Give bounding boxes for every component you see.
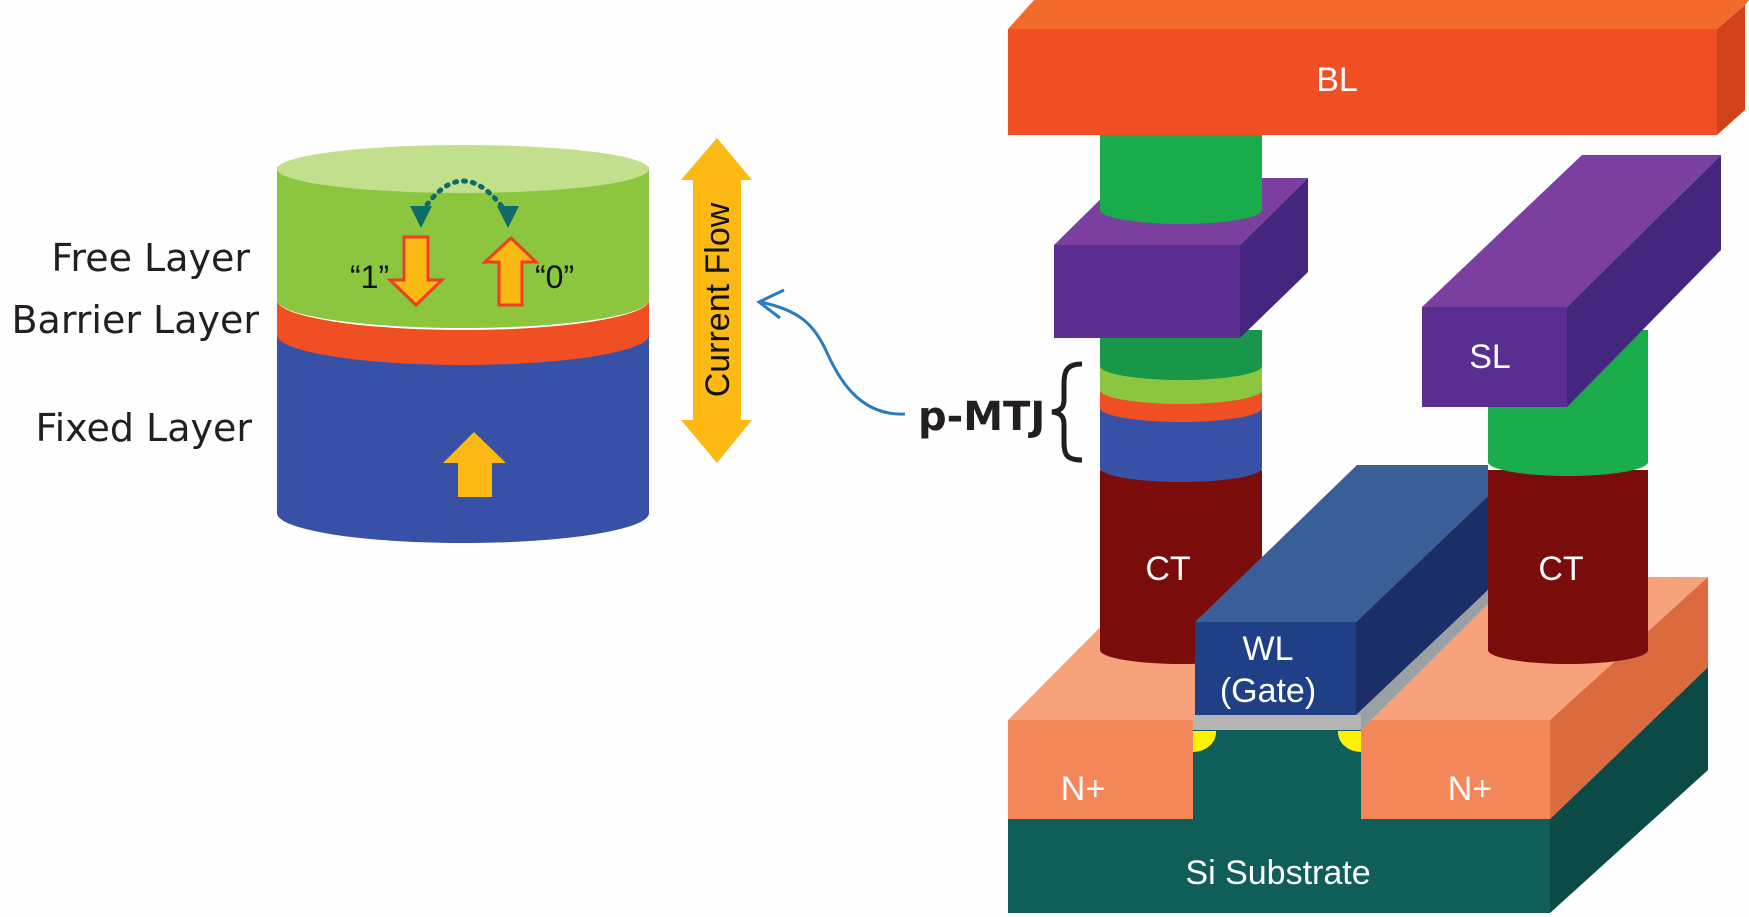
wl-side xyxy=(1356,496,1488,715)
sl-top xyxy=(1422,155,1721,307)
free-layer-top xyxy=(277,145,649,193)
sl-side xyxy=(1567,155,1721,407)
wl-label: WL xyxy=(1243,630,1294,668)
ct-right-body xyxy=(1488,470,1648,664)
state-1-down-arrow-icon xyxy=(386,235,446,308)
mtj-pointer xyxy=(756,288,906,416)
mtj-brace-icon xyxy=(1051,361,1083,463)
current-flow-arrow: Current Flow xyxy=(681,138,752,463)
state-0-label: “0” xyxy=(535,259,574,295)
wl-gate-label: (Gate) xyxy=(1220,672,1316,710)
p-mtj-label: p-MTJ xyxy=(918,394,1045,440)
bl-front xyxy=(1008,29,1717,135)
bit-line: BL xyxy=(1008,0,1749,135)
si-substrate: Si Substrate xyxy=(1008,667,1708,913)
barrier-layer xyxy=(277,300,649,365)
wl-top xyxy=(1195,465,1488,622)
switch-arrowhead-left-icon xyxy=(410,206,432,228)
substrate-side xyxy=(1550,667,1708,913)
fixed-layer-label: Fixed Layer xyxy=(36,406,253,450)
sl-front xyxy=(1422,307,1567,407)
double-arrow-icon xyxy=(681,138,752,463)
pointer-curve xyxy=(759,300,906,416)
n-plus-left-front xyxy=(1008,720,1193,819)
mtj-cylinder: “1” “0” xyxy=(277,145,649,543)
substrate-front xyxy=(1008,819,1550,913)
ct-right-label: CT xyxy=(1538,550,1583,588)
switch-arc xyxy=(419,178,509,215)
wl-front xyxy=(1195,622,1356,715)
channel xyxy=(1193,720,1361,820)
n-plus-right-side xyxy=(1550,577,1708,819)
bl-label: BL xyxy=(1316,61,1358,99)
switch-arrowhead-right-icon xyxy=(497,206,519,228)
current-flow-label: Current Flow xyxy=(699,202,737,397)
bl-side xyxy=(1717,5,1745,135)
fixed-layer xyxy=(277,330,649,543)
junction-left xyxy=(1193,731,1217,752)
gate-oxide-side xyxy=(1356,590,1488,730)
junction-right xyxy=(1337,731,1361,752)
state-1-label: “1” xyxy=(350,259,389,295)
cell-structure: Si Substrate N+ N+ CT xyxy=(1008,0,1749,913)
sl-label: SL xyxy=(1469,338,1511,376)
via-left-upper-bottom xyxy=(1100,178,1262,224)
n-plus-left-label: N+ xyxy=(1061,770,1105,808)
n-plus-right-label: N+ xyxy=(1448,770,1492,808)
contact-block-front xyxy=(1054,245,1240,338)
mtj-top-contact xyxy=(1054,178,1308,338)
pointer-arrowhead-icon xyxy=(756,288,785,320)
pillar-fixed-layer xyxy=(1100,408,1262,482)
fixed-layer-up-arrow-icon xyxy=(443,432,506,497)
free-layer xyxy=(277,167,649,328)
gate-oxide xyxy=(1193,715,1361,730)
word-line-gate: WL (Gate) xyxy=(1193,465,1488,730)
free-layer-label: Free Layer xyxy=(51,236,250,280)
contact-block-side xyxy=(1240,178,1308,338)
state-0-up-arrow-icon xyxy=(481,235,540,307)
bl-top xyxy=(1008,0,1749,29)
pillar-top-electrode xyxy=(1100,330,1262,380)
left-pillar-mtj xyxy=(1100,330,1262,482)
source-line: SL xyxy=(1422,155,1721,407)
barrier-layer-label: Barrier Layer xyxy=(11,298,259,342)
substrate-label: Si Substrate xyxy=(1185,854,1370,892)
ct-left-label: CT xyxy=(1145,550,1190,588)
n-plus-right-front xyxy=(1361,720,1550,819)
